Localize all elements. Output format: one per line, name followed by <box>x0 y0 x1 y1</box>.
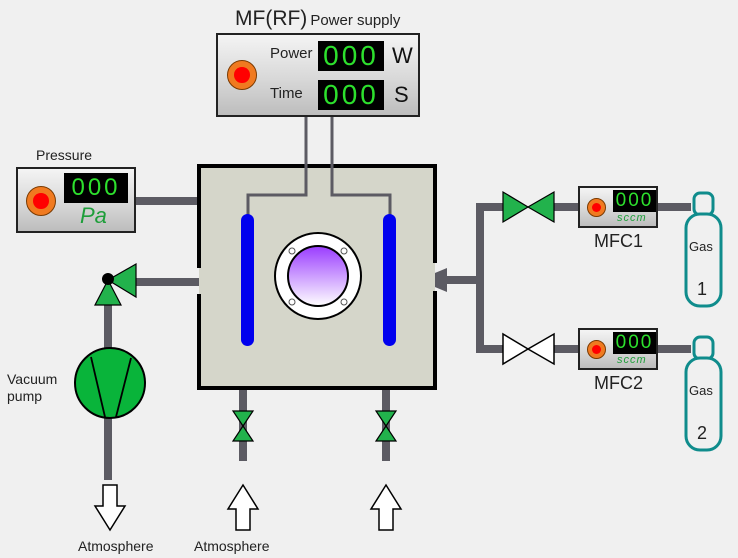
mfc1-panel: 000 sccm <box>578 186 658 228</box>
vent-arrow-up-left-icon <box>226 483 260 531</box>
time-display: 000 <box>318 80 384 110</box>
plasma-window <box>287 245 349 307</box>
pressure-gauge-panel: 000 Pa <box>16 167 136 233</box>
pipe-pressure <box>132 197 198 205</box>
electrode-wire-right <box>330 116 392 216</box>
pipe-gas2-branch <box>476 345 506 353</box>
power-unit: W <box>392 43 413 68</box>
time-unit: S <box>394 82 409 107</box>
pipe-gas-manifold <box>476 203 484 353</box>
pipe-mfc1-in <box>550 203 580 211</box>
vent-atmosphere-label: Atmosphere <box>194 538 270 554</box>
power-supply-panel: Power 000 W Time 000 S <box>216 33 420 117</box>
pipe-mfc2-out <box>657 345 691 353</box>
pipe-mfc2-in <box>550 345 580 353</box>
vacuum-pump-label-line1: Vacuum <box>7 371 58 387</box>
mfc2-valve-closed[interactable] <box>502 332 555 366</box>
pressure-display: 000 <box>64 173 128 203</box>
gas1-label: Gas <box>689 239 713 254</box>
electrode-right <box>383 214 396 346</box>
gas-cylinder-2-icon <box>684 335 723 452</box>
mfc1-label: MFC1 <box>594 231 643 251</box>
vent-valve-left[interactable] <box>231 410 255 442</box>
gas2-label: Gas <box>689 383 713 398</box>
vent-arrow-up-right-icon <box>369 483 403 531</box>
pipe-pump-inlet <box>136 278 202 286</box>
power-supply-title-sub: Power supply <box>310 12 401 29</box>
mfc1-unit: sccm <box>617 212 647 224</box>
time-label: Time <box>270 85 303 102</box>
power-label: Power <box>270 45 313 62</box>
gas-cylinder-1-icon <box>684 191 723 308</box>
mfc2-knob-icon[interactable] <box>587 340 606 359</box>
power-supply-title: MF(RF)Power supply <box>235 7 400 31</box>
pressure-label: Pressure <box>36 147 93 163</box>
pressure-knob-icon[interactable] <box>26 186 56 216</box>
power-display: 000 <box>318 41 384 71</box>
power-knob-icon[interactable] <box>227 60 257 90</box>
mfc2-label: MFC2 <box>594 373 643 393</box>
mfc1-valve-open[interactable] <box>502 190 555 224</box>
pump-angle-valve[interactable] <box>94 262 137 306</box>
vent-valve-right[interactable] <box>374 410 398 442</box>
pipe-gas1-branch <box>476 203 506 211</box>
pipe-mfc1-out <box>657 203 691 211</box>
gas1-number: 1 <box>697 279 708 299</box>
mfc2-unit: sccm <box>617 354 647 366</box>
exhaust-atmosphere-label: Atmosphere <box>78 538 154 554</box>
power-supply-title-main: MF(RF) <box>235 7 308 30</box>
vacuum-pump-label-line2: pump <box>7 388 43 404</box>
process-chamber <box>197 116 437 390</box>
mfc2-panel: 000 sccm <box>578 328 658 370</box>
mfc1-knob-icon[interactable] <box>587 198 606 217</box>
mfc2-display: 000 <box>613 332 656 354</box>
pressure-unit: Pa <box>80 203 107 228</box>
electrode-left <box>241 214 254 346</box>
electrode-wire-left <box>246 116 308 216</box>
pipe-gas-inlet <box>441 276 481 284</box>
gas2-number: 2 <box>697 423 708 443</box>
vacuum-pump-icon[interactable] <box>74 347 146 419</box>
exhaust-arrow-down-icon <box>93 484 127 532</box>
mfc1-display: 000 <box>613 190 656 212</box>
